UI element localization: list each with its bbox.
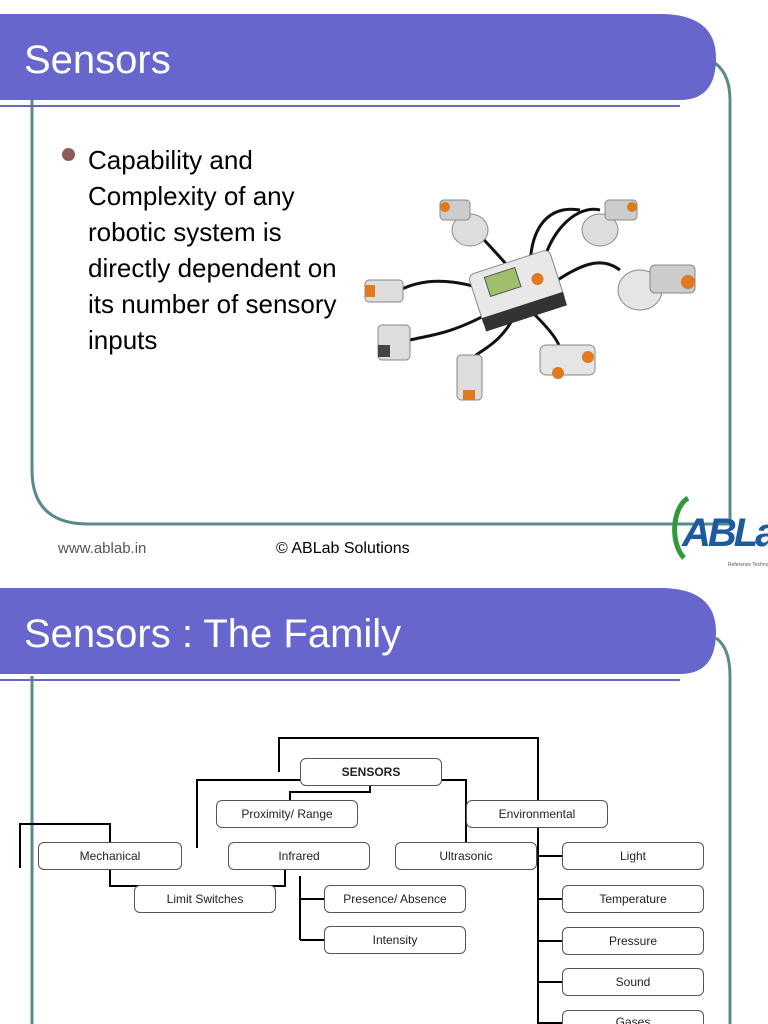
diagram-connectors	[19, 737, 562, 1024]
diagram-node-environmental: Environmental	[466, 800, 608, 828]
diagram-node-pressure: Pressure	[562, 927, 704, 955]
svg-text:ABLab: ABLab	[681, 511, 768, 555]
slide-frame	[0, 588, 732, 1024]
footer-url: www.ablab.in	[58, 540, 147, 557]
ablab-logo: ABLab Reference Technology	[672, 495, 768, 568]
bullet-icon	[62, 148, 75, 161]
diagram-node-sound: Sound	[562, 968, 704, 996]
diagram-node-proximity: Proximity/ Range	[216, 800, 358, 828]
diagram-node-ultrasonic: Ultrasonic	[395, 842, 537, 870]
diagram-node-light: Light	[562, 842, 704, 870]
slide-frame	[0, 14, 732, 526]
diagram-node-infrared: Infrared	[228, 842, 370, 870]
diagram-node-sensors: SENSORS	[300, 758, 442, 786]
diagram-node-presence: Presence/ Absence	[324, 885, 466, 913]
slide-title: Sensors : The Family	[24, 612, 402, 656]
slide-title: Sensors	[24, 38, 171, 82]
diagram-node-limit-switches: Limit Switches	[134, 885, 276, 913]
diagram-node-temperature: Temperature	[562, 885, 704, 913]
footer-copyright: © ABLab Solutions	[276, 540, 410, 557]
diagram-node-gases: Gases	[562, 1010, 704, 1024]
diagram-node-intensity: Intensity	[324, 926, 466, 954]
diagram-node-mechanical: Mechanical	[38, 842, 182, 870]
slide-sensors-family: Sensors : The Family SENSORS Proximity/ …	[0, 576, 768, 1024]
svg-text:Reference Technology: Reference Technology	[728, 562, 768, 568]
robot-kit-sensors-image	[364, 199, 696, 401]
bullet-text: Capability and Complexity of any robotic…	[88, 145, 337, 355]
slide-sensors: Sensors Capability and Complexity of any…	[0, 14, 768, 568]
